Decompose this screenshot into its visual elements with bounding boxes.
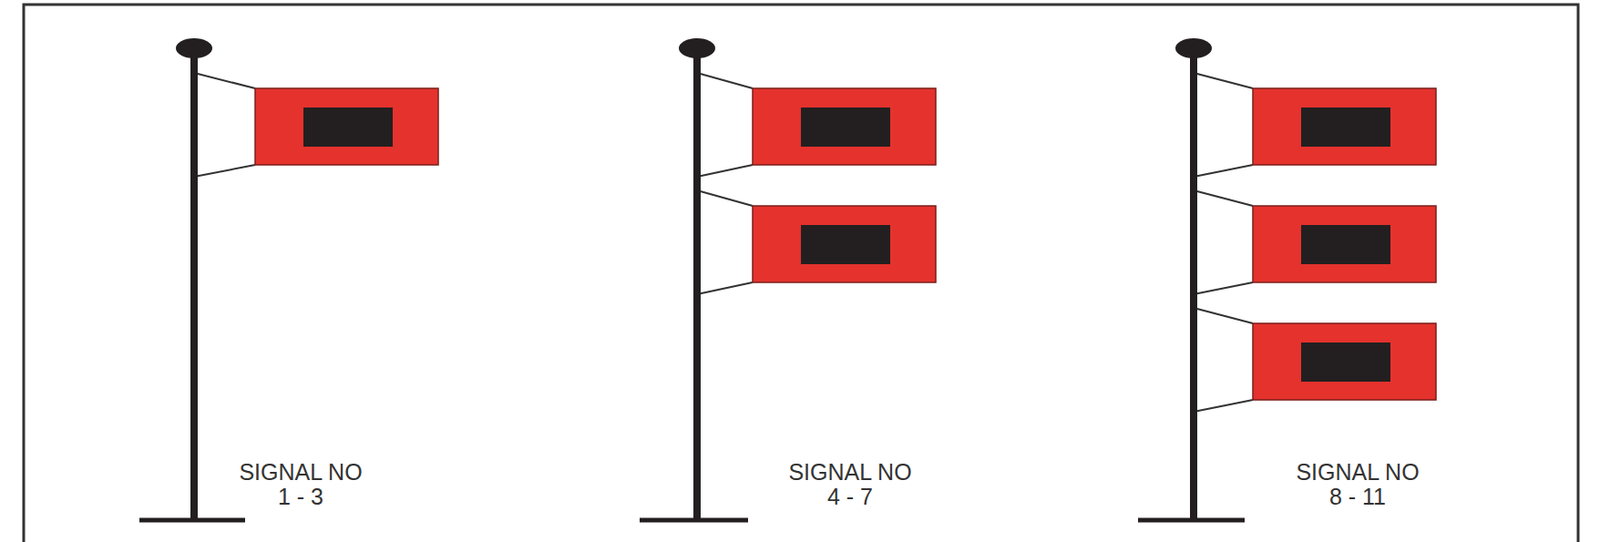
pole-shaft — [1189, 48, 1198, 521]
storm-flag — [1252, 205, 1436, 283]
pole-base — [1138, 518, 1245, 524]
signal-label: SIGNAL NO 4 - 7 — [782, 460, 918, 510]
flag-pole — [639, 38, 936, 521]
flag-pole — [1138, 38, 1436, 521]
storm-flag — [752, 205, 936, 283]
halyard-line — [697, 72, 753, 89]
storm-flag — [1252, 323, 1436, 400]
frame-border — [23, 4, 1579, 542]
halyard-line — [1193, 282, 1253, 295]
flag-center-square — [1301, 107, 1391, 147]
signal-label-box: SIGNAL NO 1 - 3 — [233, 460, 369, 510]
flag-center-square — [1301, 342, 1391, 382]
storm-flag — [752, 88, 936, 165]
signal-label: SIGNAL NO 1 - 3 — [233, 460, 369, 510]
halyard-line — [1193, 72, 1253, 89]
halyard-line — [697, 282, 753, 295]
pole-base — [139, 518, 246, 524]
pole-finial — [175, 38, 213, 59]
storm-flag — [255, 88, 439, 165]
pole-shaft — [693, 48, 701, 521]
storm-flag — [1252, 88, 1436, 165]
halyard-line — [697, 164, 753, 177]
flag-pole — [139, 38, 439, 521]
flag-center-square — [800, 107, 891, 147]
signal-label: SIGNAL NO 8 - 11 — [1290, 460, 1426, 510]
pole-finial — [1175, 38, 1212, 59]
signal-label-box: SIGNAL NO 8 - 11 — [1290, 460, 1426, 510]
halyard-line — [697, 190, 753, 206]
halyard-line — [194, 72, 256, 89]
pole-base — [639, 518, 749, 524]
flag-center-square — [800, 225, 891, 265]
halyard-line — [194, 164, 256, 177]
signal-label-box: SIGNAL NO 4 - 7 — [782, 460, 918, 510]
halyard-line — [1193, 307, 1253, 324]
halyard-line — [1193, 190, 1253, 206]
pole-finial — [678, 38, 716, 59]
flag-center-square — [1301, 225, 1391, 265]
pole-shaft — [190, 48, 198, 521]
halyard-line — [1193, 400, 1253, 412]
flag-center-square — [303, 107, 393, 147]
flag-poles — [139, 38, 1436, 521]
halyard-line — [1193, 164, 1253, 177]
